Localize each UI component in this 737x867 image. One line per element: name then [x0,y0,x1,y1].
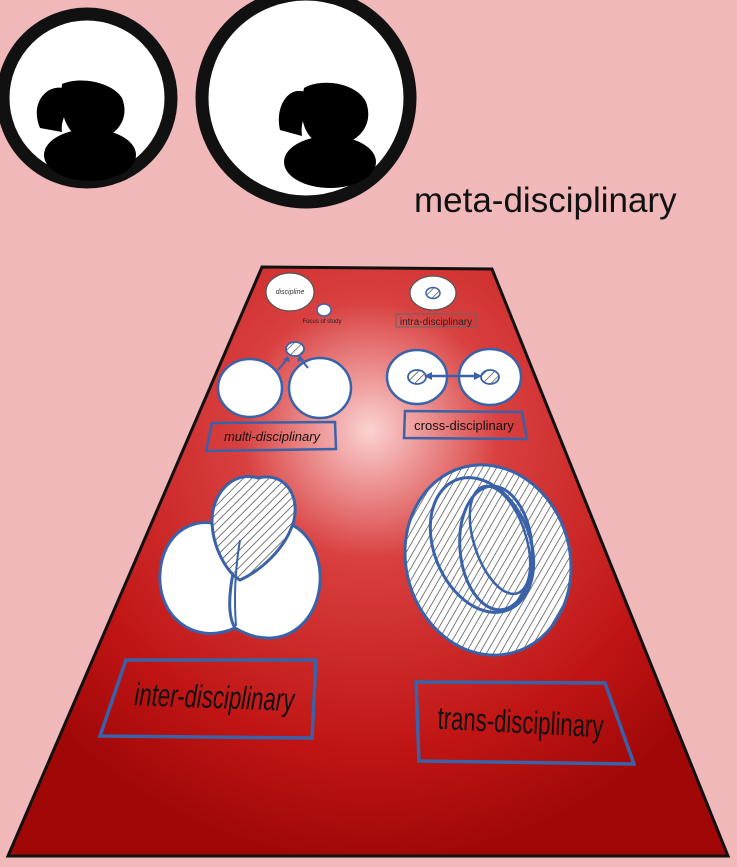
trans-disciplinary-label: trans-disciplinary [437,700,605,745]
right-eye [195,0,417,209]
intra-disciplinary-diagram: intra-disciplinary [395,275,477,328]
discipline-diagram: discipline Focus of study [265,272,342,325]
multi-disciplinary-diagram: multi-disciplinary [204,341,353,453]
inter-disciplinary-diagram: inter-disciplinary [97,475,322,740]
discipline-label: discipline [276,289,305,296]
meta-disciplinary-title: meta-disciplinary [414,181,677,220]
intra-disciplinary-label: intra-disciplinary [400,317,472,328]
inter-disciplinary-label: inter-disciplinary [134,676,297,718]
trans-disciplinary-diagram: trans-disciplinary [403,463,637,766]
cross-disciplinary-label: cross-disciplinary [414,418,514,433]
multi-disciplinary-label: multi-disciplinary [224,429,322,444]
left-eye [0,7,178,189]
board [5,265,731,858]
cross-disciplinary-diagram: cross-disciplinary [385,347,529,441]
focus-of-study-label: Focus of study [302,319,341,325]
